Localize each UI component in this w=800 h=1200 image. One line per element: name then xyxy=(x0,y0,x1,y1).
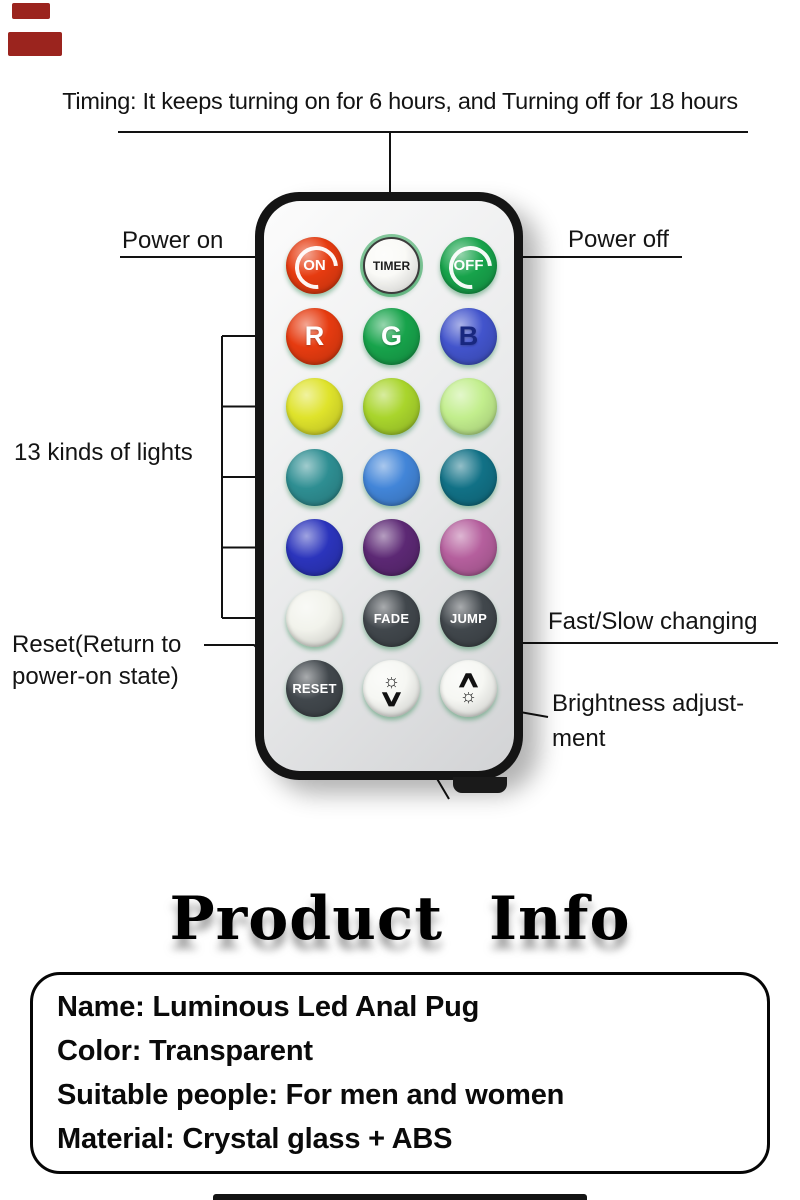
fast-slow-label: Fast/Slow changing xyxy=(548,608,758,635)
green-button[interactable]: G xyxy=(363,307,420,365)
timing-note: Timing: It keeps turning on for 6 hours,… xyxy=(62,88,738,114)
power-on-button-label: ON xyxy=(303,257,326,274)
power-off-label: Power off xyxy=(568,226,669,253)
blue-button-label: B xyxy=(458,320,479,351)
bottom-cropped-strip xyxy=(213,1194,587,1200)
color-pink-button[interactable] xyxy=(440,519,497,576)
brightness-sun-icon: ☼ xyxy=(459,685,478,707)
brightness-down-button[interactable]: ☼∨ xyxy=(363,660,420,717)
brightness-up-button[interactable]: ∧☼ xyxy=(440,660,497,717)
color-dark-teal-button[interactable] xyxy=(440,448,497,506)
power-on-label: Power on xyxy=(122,227,224,254)
brightness-label-line1: Brightness adjust- xyxy=(552,690,745,717)
fade-button[interactable]: FADE xyxy=(363,589,420,647)
top-left-cropped-artifact-2 xyxy=(8,32,62,56)
reset-button-label: RESET xyxy=(292,681,337,696)
reset-label: Reset(Return to power-on state) xyxy=(12,629,181,693)
fade-button-label: FADE xyxy=(373,610,410,626)
timer-button-label: TIMER xyxy=(372,258,411,273)
product-suitable-line: Suitable people: For men and women xyxy=(57,1079,565,1111)
remote-bottom-tab xyxy=(453,777,507,793)
red-button-label: R xyxy=(304,320,325,351)
reset-label-line1: Reset(Return to xyxy=(12,631,182,658)
green-button-label: G xyxy=(380,320,402,351)
power-on-button[interactable]: ON xyxy=(286,237,347,298)
product-name-line: Name: Luminous Led Anal Pug xyxy=(57,991,480,1023)
jump-button[interactable]: JUMP xyxy=(440,589,497,647)
jump-button-label: JUMP xyxy=(450,610,487,626)
color-yellow-green-button[interactable] xyxy=(363,378,420,435)
product-color-line: Color: Transparent xyxy=(57,1035,313,1067)
power-off-button-label: OFF xyxy=(453,257,484,274)
color-white-button[interactable] xyxy=(286,589,343,647)
color-light-green-button[interactable] xyxy=(440,378,497,435)
top-left-cropped-artifact-1 xyxy=(12,3,50,19)
reset-button[interactable]: RESET xyxy=(286,660,343,717)
power-off-button[interactable]: OFF xyxy=(440,237,501,298)
product-info-title: Product Info xyxy=(169,884,631,954)
brightness-sun-icon: ☼ xyxy=(382,670,401,692)
color-yellow-button[interactable] xyxy=(286,378,343,435)
red-button[interactable]: R xyxy=(286,307,343,365)
color-navy-button[interactable] xyxy=(286,519,343,576)
chevron-down-icon: ∨ xyxy=(378,684,405,711)
timer-button[interactable]: TIMER xyxy=(363,237,420,294)
product-info-box: Name: Luminous Led Anal Pug Color: Trans… xyxy=(30,972,770,1174)
lights-count-label: 13 kinds of lights xyxy=(14,439,193,466)
product-material-line: Material: Crystal glass + ABS xyxy=(57,1123,453,1155)
brightness-label-line2: ment xyxy=(552,725,606,752)
color-blue-button[interactable] xyxy=(363,448,420,506)
color-teal-button[interactable] xyxy=(286,448,343,506)
chevron-up-icon: ∧ xyxy=(455,665,482,692)
color-purple-button[interactable] xyxy=(363,519,420,576)
blue-button[interactable]: B xyxy=(440,307,497,365)
reset-label-line2: power-on state) xyxy=(12,663,179,690)
brightness-label: Brightness adjust- ment xyxy=(552,686,744,756)
